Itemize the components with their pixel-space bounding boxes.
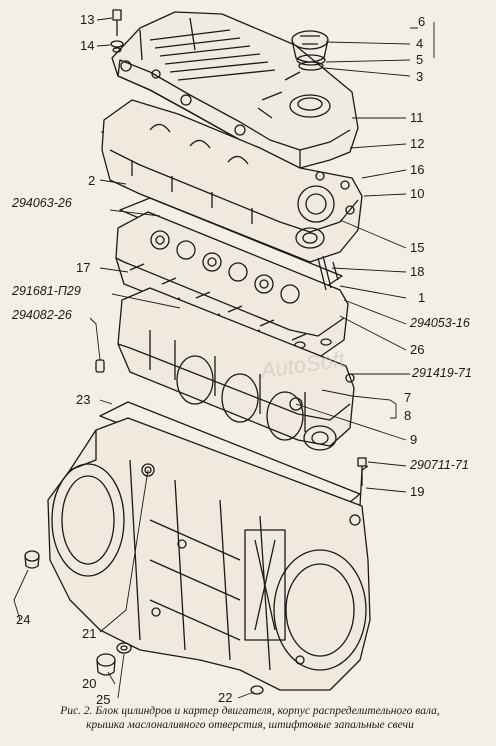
callout-6: 6: [418, 14, 426, 29]
figure-caption: Рис. 2. Блок цилиндров и картер двигател…: [30, 704, 470, 732]
dowel-pin: [95, 359, 105, 373]
callout-9: 9: [410, 432, 418, 447]
callout-17: 17: [76, 260, 91, 275]
camshaft-housing: [101, 99, 363, 263]
callout-21: 21: [82, 626, 97, 641]
cover-bolt: [110, 9, 124, 53]
callout-294063-26: 294063-26: [12, 196, 72, 210]
callout-291419-71: 291419-71: [412, 366, 472, 380]
camshaft-cover: [111, 11, 359, 169]
callout-26: 26: [410, 342, 425, 357]
callout-7: 7: [404, 390, 412, 405]
stud-290711: [357, 457, 367, 486]
callout-10: 10: [410, 186, 425, 201]
callout-2: 2: [88, 173, 96, 188]
callout-11: 11: [410, 110, 424, 125]
caption-line-2: крышка маслоналивного отверстия, штифтов…: [86, 719, 414, 731]
oil-filler-cap: [291, 30, 329, 71]
callout-3: 3: [416, 69, 424, 84]
callout-294082-26: 294082-26: [12, 308, 72, 322]
callout-8: 8: [404, 408, 412, 423]
callout-24: 24: [16, 612, 31, 627]
callout-23: 23: [76, 392, 91, 407]
washer-25: [116, 642, 132, 654]
callout-13: 13: [80, 12, 95, 27]
callout-15: 15: [410, 240, 425, 255]
callout-290711-71: 290711-71: [410, 458, 469, 472]
callout-291681-p29: 291681-П29: [12, 284, 81, 298]
callout-16: 16: [410, 162, 425, 177]
crankcase: [47, 417, 371, 691]
callout-4: 4: [416, 36, 424, 51]
plug-20: [96, 653, 116, 676]
callout-19: 19: [410, 484, 425, 499]
callout-18: 18: [410, 264, 425, 279]
callout-12: 12: [410, 136, 425, 151]
caption-line-1: Рис. 2. Блок цилиндров и картер двигател…: [60, 705, 440, 717]
callout-22: 22: [218, 690, 233, 705]
callout-294053-16: 294053-16: [410, 316, 470, 330]
leader-lines: [13, 17, 435, 699]
callout-1: 1: [418, 290, 426, 305]
callout-14: 14: [80, 38, 95, 53]
sleeve-24: [24, 550, 40, 569]
callout-20: 20: [82, 676, 97, 691]
cylinder-block: [117, 287, 355, 451]
callout-25: 25: [96, 692, 111, 707]
callout-5: 5: [416, 52, 424, 67]
